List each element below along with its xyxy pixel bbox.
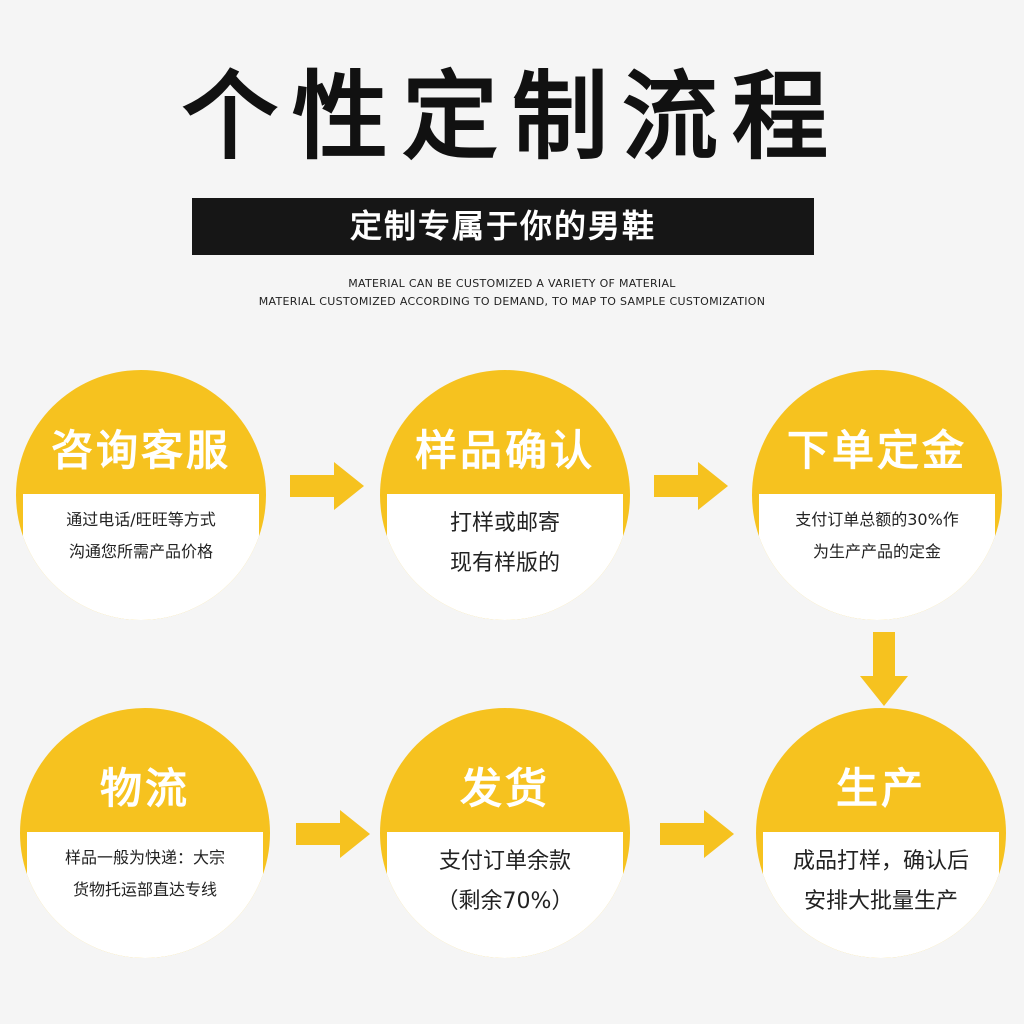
step-description-line: （剩余70%） xyxy=(436,889,574,914)
step-text-panel xyxy=(759,494,995,620)
step-text-panel xyxy=(387,832,623,958)
step-title: 下单定金 xyxy=(786,426,967,475)
step-description-line: 支付订单总额的30%作 xyxy=(795,510,959,529)
step-description-line: 沟通您所需产品价格 xyxy=(68,542,213,561)
right-arrow-icon xyxy=(290,462,364,510)
subtitle-line-1: MATERIAL CAN BE CUSTOMIZED A VARIETY OF … xyxy=(348,277,676,290)
step-description-line: 打样或邮寄 xyxy=(449,511,560,536)
step-description-line: 通过电话/旺旺等方式 xyxy=(66,510,216,529)
step-shipping: 发货 支付订单余款 （剩余70%） xyxy=(380,708,630,958)
step-description: 成品打样，确认后 安排大批量生产 xyxy=(756,842,1006,922)
step-description: 支付订单余款 （剩余70%） xyxy=(380,842,630,922)
right-arrow-icon xyxy=(654,462,728,510)
step-description: 通过电话/旺旺等方式 沟通您所需产品价格 xyxy=(16,504,266,568)
step-description-line: 货物托运部直达专线 xyxy=(72,880,217,899)
step-title: 生产 xyxy=(835,764,926,813)
step-production: 生产 成品打样，确认后 安排大批量生产 xyxy=(756,708,1006,958)
right-arrow-icon xyxy=(296,810,370,858)
step-description: 打样或邮寄 现有样版的 xyxy=(380,504,630,584)
step-deposit-order: 下单定金 支付订单总额的30%作 为生产产品的定金 xyxy=(752,370,1002,620)
step-sample-confirm: 样品确认 打样或邮寄 现有样版的 xyxy=(380,370,630,620)
step-description: 支付订单总额的30%作 为生产产品的定金 xyxy=(752,504,1002,568)
step-description-line: 安排大批量生产 xyxy=(803,889,958,914)
down-arrow-icon xyxy=(860,632,908,706)
step-title: 发货 xyxy=(459,764,550,813)
step-title: 物流 xyxy=(99,764,190,813)
step-logistics: 物流 样品一般为快递：大宗 货物托运部直达专线 xyxy=(20,708,270,958)
subtitle-line-2: MATERIAL CUSTOMIZED ACCORDING TO DEMAND,… xyxy=(258,295,766,308)
step-text-panel xyxy=(387,494,623,620)
step-description-line: 为生产产品的定金 xyxy=(812,542,941,561)
step-text-panel xyxy=(27,832,263,958)
step-description-line: 支付订单余款 xyxy=(438,849,571,874)
step-consult-service: 咨询客服 通过电话/旺旺等方式 沟通您所需产品价格 xyxy=(16,370,266,620)
step-title: 样品确认 xyxy=(414,426,595,475)
step-description: 样品一般为快递：大宗 货物托运部直达专线 xyxy=(20,842,270,906)
step-description-line: 样品一般为快递：大宗 xyxy=(64,848,225,867)
right-arrow-icon xyxy=(660,810,734,858)
step-text-panel xyxy=(23,494,259,620)
step-description-line: 成品打样，确认后 xyxy=(792,849,969,874)
step-title: 咨询客服 xyxy=(50,426,231,475)
page-title: 个性定制流程 xyxy=(182,61,842,173)
step-description-line: 现有样版的 xyxy=(449,551,560,576)
step-text-panel xyxy=(763,832,999,958)
title-banner: 定制专属于你的男鞋 xyxy=(192,198,814,255)
